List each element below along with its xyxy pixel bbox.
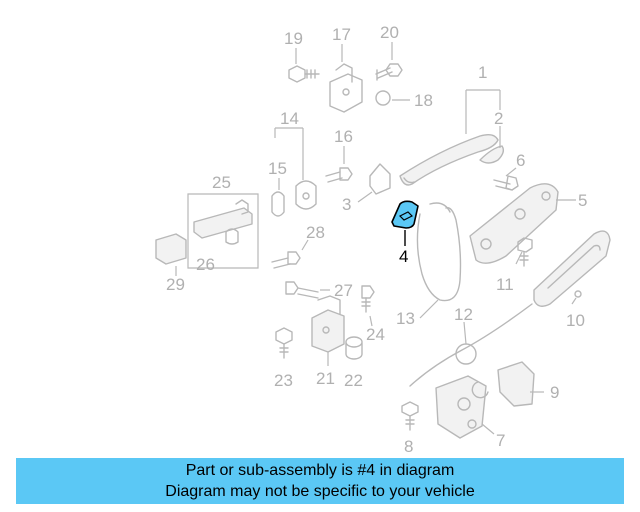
part-20-bolt	[375, 42, 403, 81]
part-22-bushing	[345, 336, 363, 360]
part-2-cap	[479, 126, 505, 164]
part-10-inner-handle	[533, 230, 611, 307]
callout-8: 8	[404, 437, 413, 456]
callout-18: 18	[414, 91, 433, 110]
part-12-cable	[409, 303, 533, 387]
part-16-bolt	[325, 146, 353, 183]
part-7-latch	[435, 375, 495, 439]
callout-10: 10	[566, 311, 585, 330]
callout-9: 9	[550, 383, 559, 402]
callout-29: 29	[166, 275, 185, 294]
callout-25: 25	[212, 173, 231, 192]
callout-28: 28	[306, 223, 325, 242]
callout-26: 26	[196, 255, 215, 274]
part-8-bolt	[401, 401, 419, 431]
callout-13: 13	[396, 309, 415, 328]
callout-14: 14	[280, 109, 299, 128]
part-19-bolt	[288, 48, 320, 83]
callout-15: 15	[268, 159, 287, 178]
part-11-bolt	[515, 237, 533, 267]
callout-6: 6	[516, 151, 525, 170]
callout-11: 11	[496, 275, 514, 294]
part-9-bracket	[497, 361, 544, 407]
caption-line-1: Part or sub-assembly is #4 in diagram	[185, 462, 455, 479]
callout-5: 5	[578, 191, 587, 210]
part-21-hinge	[311, 295, 345, 366]
callout-20: 20	[380, 23, 399, 42]
callout-7: 7	[496, 431, 505, 450]
part-29-bracket	[155, 233, 187, 276]
caption-line-2: Diagram may not be specific to your vehi…	[165, 483, 475, 500]
part-4-highlighted[interactable]	[391, 200, 419, 246]
callout-23: 23	[274, 371, 293, 390]
callout-19: 19	[284, 29, 303, 48]
part-24-bolt	[361, 285, 375, 327]
part-5-carrier	[469, 183, 576, 264]
callout-27: 27	[334, 281, 353, 300]
part-info-banner: Part or sub-assembly is #4 in diagram Di…	[16, 458, 624, 504]
callout-1: 1	[478, 63, 487, 82]
part-27-bolt	[285, 281, 330, 299]
callout-21: 21	[316, 369, 335, 388]
parts-diagram: 19 17 20 18 1 2 14 16 15 6 25 3 5 4 28 2…	[155, 23, 611, 456]
part-1-outer-handle	[399, 89, 501, 186]
part-17-bracket	[329, 44, 363, 113]
callout-17: 17	[332, 25, 351, 44]
callout-4: 4	[399, 247, 408, 266]
callout-3: 3	[342, 195, 351, 214]
part-3-bracket	[357, 163, 391, 203]
part-6-bolt	[493, 167, 519, 191]
callout-2: 2	[494, 109, 503, 128]
part-13-rod	[416, 202, 462, 319]
callout-22: 22	[344, 371, 363, 390]
part-23-bolt	[275, 327, 293, 359]
part-25-check-arm	[187, 193, 259, 269]
part-14-15-hinges	[271, 127, 317, 217]
part-18-clip	[375, 90, 410, 106]
callout-24: 24	[366, 325, 385, 344]
callout-16: 16	[334, 127, 353, 146]
part-28-bolt	[271, 239, 309, 269]
callout-12: 12	[454, 305, 473, 324]
